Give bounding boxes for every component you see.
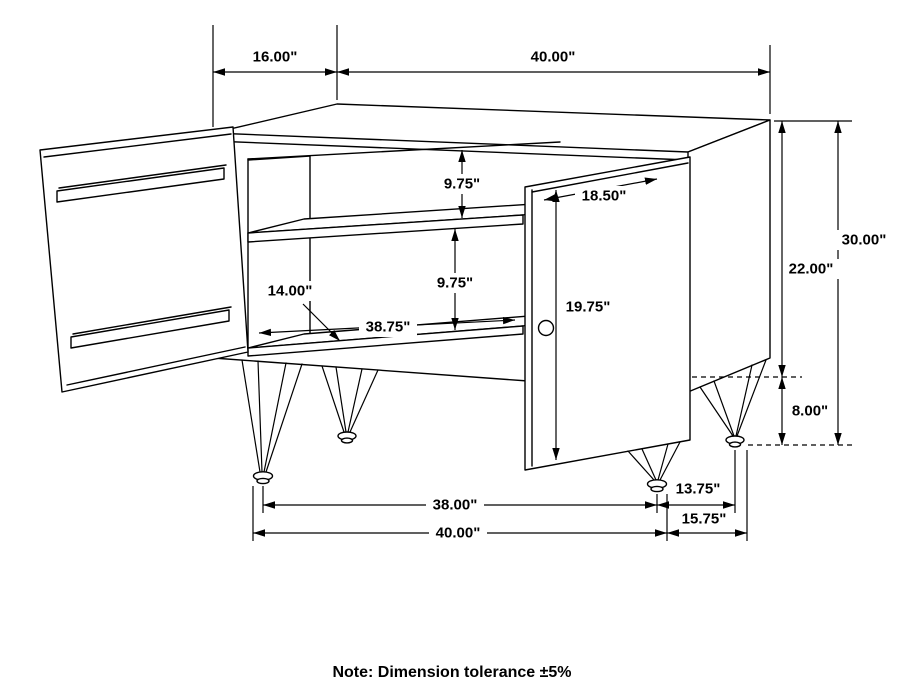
interior-back-top-edge [247,141,561,160]
dim-label-interior-depth: 14.00" [261,281,319,301]
svg-text:8.00": 8.00" [792,403,828,420]
svg-text:30.00": 30.00" [842,232,887,249]
dim-label-overall-height: 30.00" [835,230,893,250]
left-door-bottom-thickness [66,346,246,386]
hairpin-legs [241,359,767,493]
svg-text:13.75": 13.75" [676,481,721,498]
svg-text:18.50": 18.50" [582,188,627,205]
dim-label-leg-height: 8.00" [786,401,834,421]
upper-batten [56,167,225,203]
front-left-leg [241,359,303,485]
left-door-top-thickness [43,133,232,158]
dim-label-door-width: 18.50" [575,186,633,206]
door-knob [537,319,555,337]
dim-interior-depth-leader [302,303,341,342]
dim-label-top-depth: 16.00" [253,49,298,66]
tolerance-note: Note: Dimension tolerance ±5% [332,664,571,681]
lower-batten-top-edge [72,306,232,335]
dim-label-upper-shelf-gap: 9.75" [433,174,491,194]
svg-text:14.00": 14.00" [268,283,313,300]
lower-batten [70,309,230,349]
svg-text:38.75": 38.75" [366,319,411,336]
dim-label-interior-width: 38.75" [359,317,417,337]
front-right-leg [627,441,681,493]
svg-text:9.75": 9.75" [444,176,480,193]
dim-label-body-height: 22.00" [783,259,839,279]
dim-label-feet-span-width: 38.00" [426,495,484,515]
left-door-open [39,126,249,393]
upper-batten-top-edge [58,164,227,189]
dim-label-base-width: 40.00" [429,523,487,543]
cabinet-bottom-front-edge [212,357,529,382]
svg-text:40.00": 40.00" [531,49,576,66]
svg-text:38.00": 38.00" [433,497,478,514]
svg-text:19.75": 19.75" [566,299,611,316]
dim-label-door-height: 19.75" [559,297,617,317]
svg-text:9.75": 9.75" [437,275,473,292]
top-thickness-line [212,140,689,161]
dim-label-lower-shelf-gap: 9.75" [426,273,484,293]
svg-text:16.00": 16.00" [253,49,298,66]
rear-right-leg [699,359,767,448]
cabinet-right-face [687,119,771,393]
dimension-labels: 16.00" 40.00" 9.75" 18.50" 30.00" 22.00"… [253,49,893,543]
svg-text:40.00": 40.00" [436,525,481,542]
svg-text:15.75": 15.75" [682,511,727,528]
dim-label-base-depth: 15.75" [675,509,733,529]
rear-left-leg [321,365,379,444]
shelf-front [247,214,524,243]
svg-text:22.00": 22.00" [789,261,834,278]
dim-label-top-width: 40.00" [531,49,576,66]
dim-label-feet-span-depth: 13.75" [669,479,727,499]
